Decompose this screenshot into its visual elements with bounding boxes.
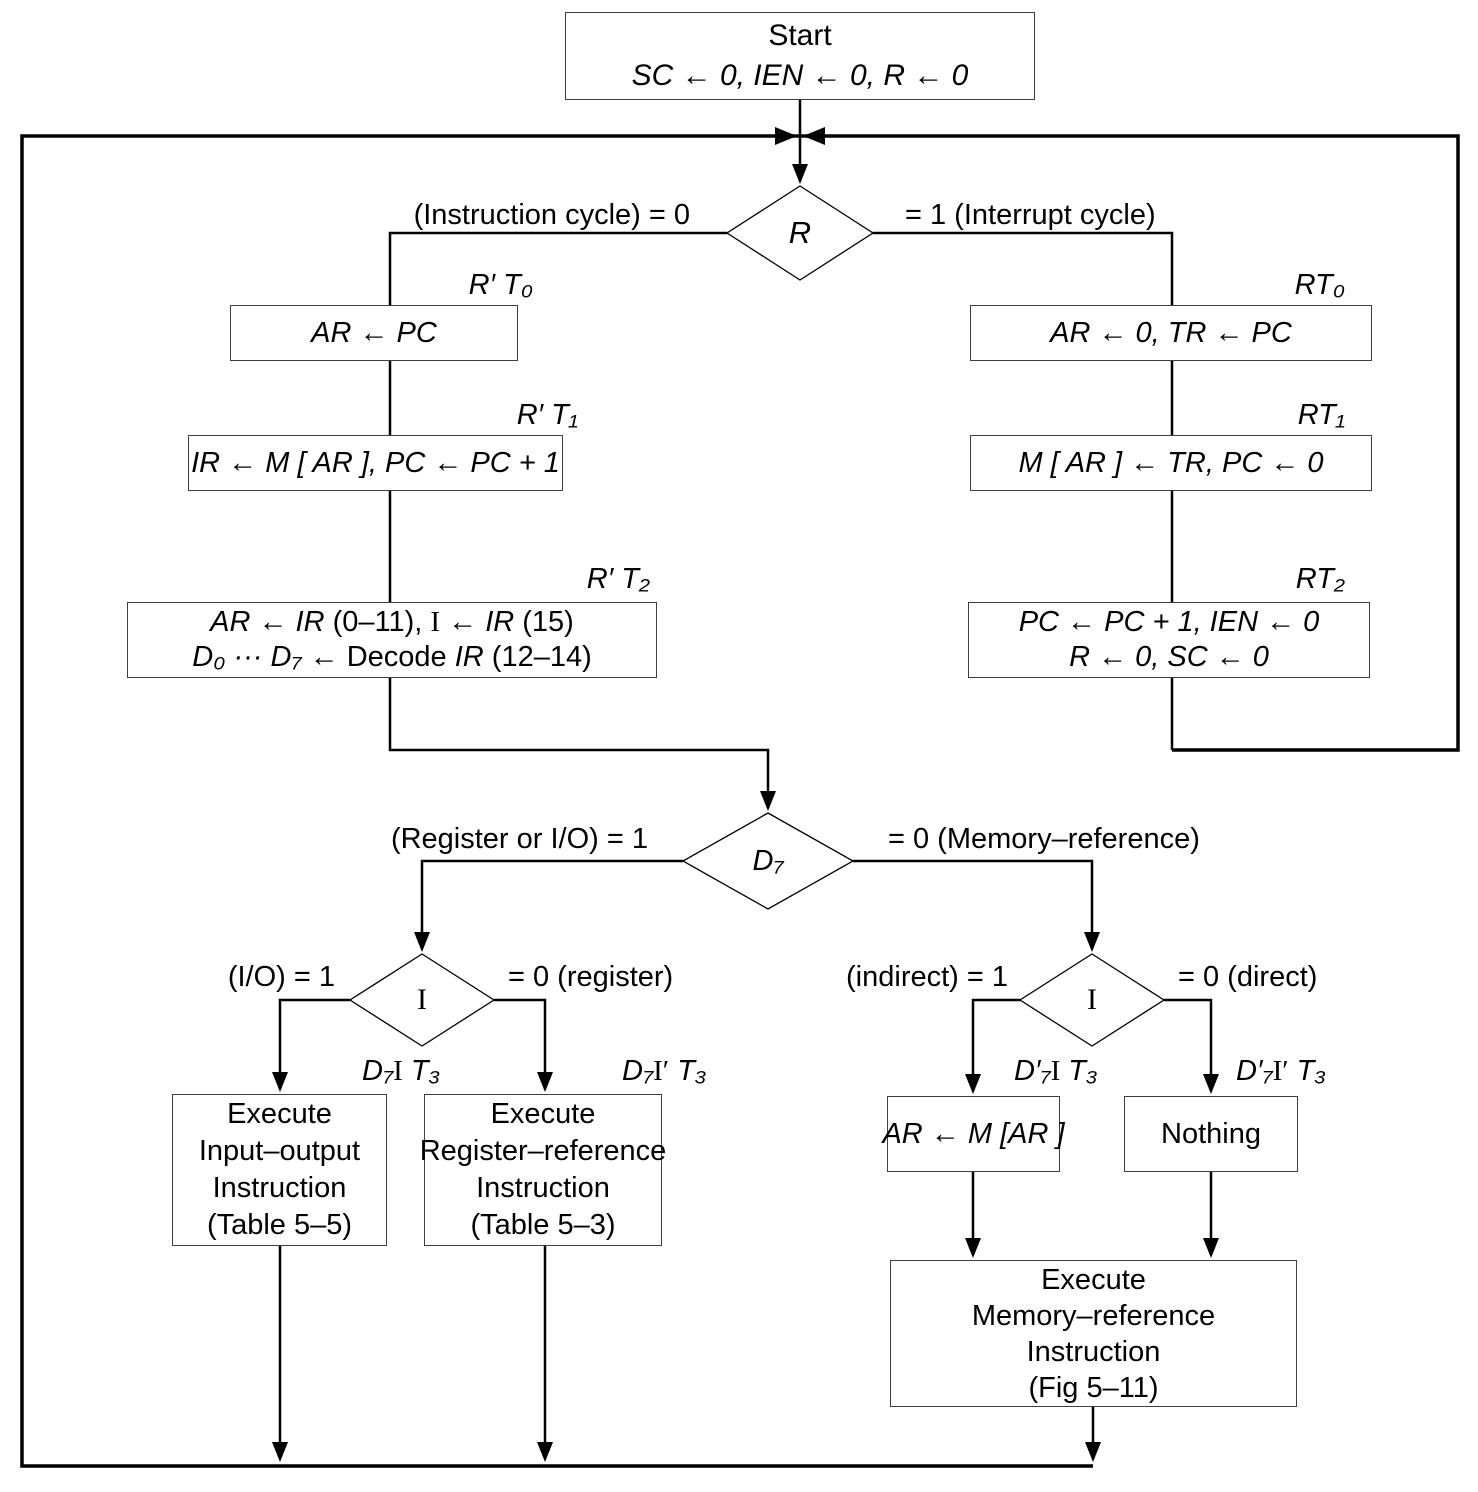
- i-mem-branch-label-1: (indirect) = 1: [846, 961, 1008, 993]
- timing-label-d7pipt3: D′₇I′ T₃: [1236, 1055, 1326, 1087]
- i-reg-diamond-symbol: I: [417, 983, 427, 1016]
- i-mem-diamond-symbol: I: [1087, 983, 1097, 1016]
- timing-label-rpt1: R′ T₁: [516, 399, 578, 431]
- timing-label-d7ipt3: D₇I′ T₃: [622, 1055, 707, 1087]
- box-execute-io: Execute Input–output Instruction (Table …: [172, 1094, 387, 1246]
- d7-diamond: [681, 812, 855, 910]
- start-box: Start SC ← 0, IEN ← 0, R ← 0: [565, 12, 1035, 100]
- d7-branch-label-0: = 0 (Memory–reference): [888, 823, 1200, 855]
- i-reg-branch-label-0: = 0 (register): [508, 961, 674, 993]
- box-nothing: Nothing: [1124, 1096, 1298, 1172]
- i-reg-branch-label-1: (I/O) = 1: [227, 961, 335, 993]
- box-interrupt-t0: AR ← 0, TR ← PC: [970, 305, 1372, 361]
- start-ops: SC ← 0, IEN ← 0, R ← 0: [631, 59, 969, 92]
- outer-loop-line: [20, 134, 1460, 1468]
- i-mem-diamond: [1018, 953, 1166, 1047]
- decode-line-1: AR ← IR (0–11), I ← IR (15): [210, 606, 574, 638]
- timing-label-rt2: RT₂: [1295, 563, 1345, 595]
- flow-lines: [278, 100, 1213, 1459]
- timing-label-rt0: RT₀: [1294, 269, 1345, 301]
- timing-label-rt1: RT₁: [1297, 399, 1345, 431]
- d7-branch-label-1: (Register or I/O) = 1: [390, 823, 648, 855]
- box-interrupt-t1: M [ AR ] ← TR, PC ← 0: [970, 435, 1372, 491]
- box-ar-pc: AR ← PC: [230, 305, 518, 361]
- decode-line-2: D₀ ··· D₇ ← Decode IR (12–14): [192, 641, 592, 673]
- r-diamond-symbol: R: [788, 215, 812, 250]
- box-decode: AR ← IR (0–11), I ← IR (15) D₀ ··· D₇ ← …: [127, 602, 657, 678]
- i-mem-branch-label-0: = 0 (direct): [1178, 961, 1318, 993]
- timing-label-rpt0: R′ T₀: [468, 269, 533, 301]
- box-interrupt-t2: PC ← PC + 1, IEN ← 0 R ← 0, SC ← 0: [968, 602, 1370, 678]
- timing-label-d7it3: D₇I T₃: [362, 1055, 441, 1087]
- box-execute-register: Execute Register–reference Instruction (…: [420, 1094, 666, 1246]
- d7-diamond-symbol: D₇: [752, 844, 784, 877]
- r-diamond: [725, 185, 875, 281]
- box-indirect-fetch: AR ← M [AR ]: [882, 1096, 1065, 1172]
- i-reg-diamond: [348, 953, 496, 1047]
- start-title: Start: [768, 19, 832, 52]
- box-fetch: IR ← M [ AR ], PC ← PC + 1: [188, 435, 563, 491]
- r-branch-label-0: (Instruction cycle) = 0: [413, 199, 690, 231]
- box-execute-memory: Execute Memory–reference Instruction (Fi…: [890, 1260, 1297, 1407]
- decision-diamonds: [348, 185, 1166, 1047]
- timing-label-d7pit3: D′₇I T₃: [1014, 1055, 1098, 1087]
- r-branch-label-1: = 1 (Interrupt cycle): [905, 199, 1156, 231]
- timing-label-rpt2: R′ T₂: [586, 563, 650, 595]
